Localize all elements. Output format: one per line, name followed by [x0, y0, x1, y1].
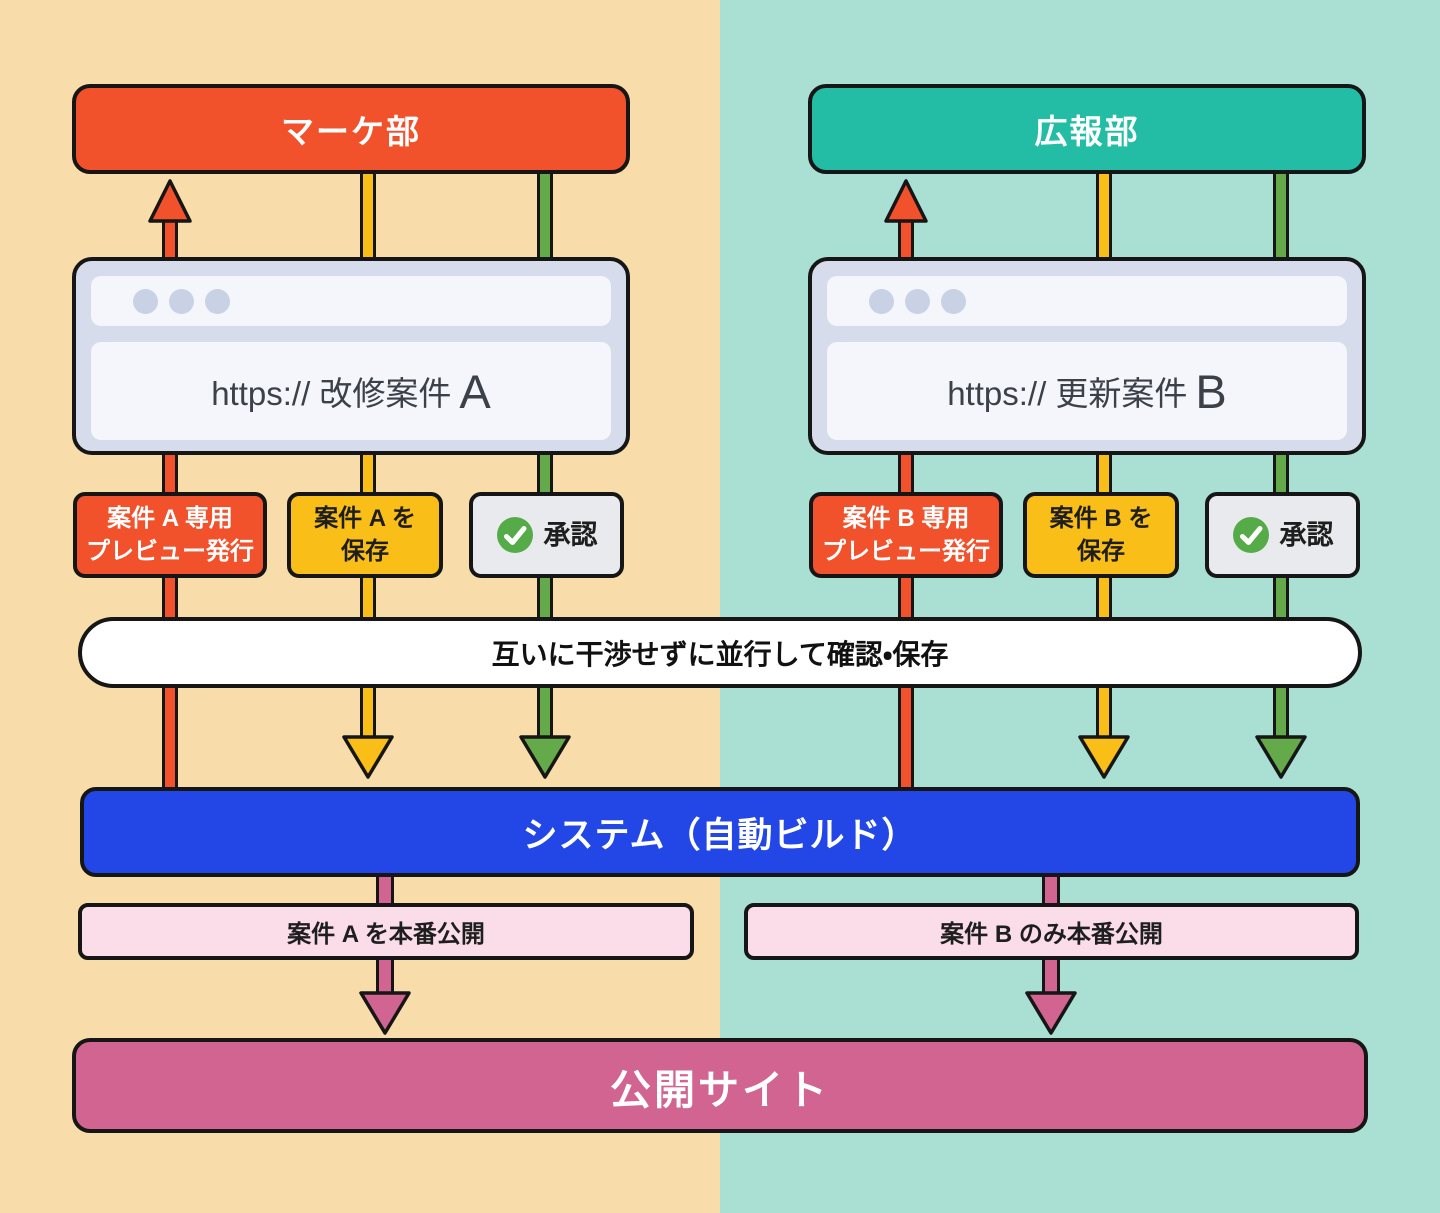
- browser-window-b: https:// 更新案件 B: [808, 257, 1366, 455]
- window-dot-icon: [905, 288, 930, 314]
- window-dot-icon: [169, 288, 194, 314]
- save-box-b: 案件 B を 保存: [1023, 492, 1179, 578]
- preview-label-line1: 案件 A 専用: [107, 505, 233, 532]
- browser-titlebar: [91, 276, 611, 326]
- publish-box-a: 案件 A を本番公開: [78, 903, 694, 960]
- url-text-a: https:// 改修案件: [211, 375, 452, 412]
- approve-label: 承認: [543, 519, 598, 550]
- save-label-line2: 保存: [1077, 538, 1125, 565]
- url-bar-b: https:// 更新案件 B: [827, 342, 1347, 440]
- save-box-a: 案件 A を 保存: [287, 492, 443, 578]
- browser-window-a: https:// 改修案件 A: [72, 257, 630, 455]
- publish-label-b: 案件 B のみ本番公開: [940, 921, 1163, 948]
- checkmark-icon: [1232, 517, 1269, 553]
- arrow-down-icon: [519, 735, 571, 779]
- arrow-down-icon: [359, 991, 411, 1035]
- dept-box-marketing: マーケ部: [72, 84, 630, 174]
- published-site-label: 公開サイト: [610, 1066, 830, 1113]
- url-bar-a: https:// 改修案件 A: [91, 342, 611, 440]
- dept-box-pr: 広報部: [808, 84, 1366, 174]
- approve-box-b: 承認: [1205, 492, 1360, 578]
- arrow-down-icon: [342, 735, 394, 779]
- publish-box-b: 案件 B のみ本番公開: [744, 903, 1359, 960]
- window-dot-icon: [941, 288, 966, 314]
- arrow-down-icon: [1025, 991, 1077, 1035]
- preview-label-line2: プレビュー発行: [822, 538, 990, 565]
- window-dot-icon: [133, 288, 158, 314]
- dept-label-marketing: マーケ部: [281, 113, 421, 150]
- save-label-line2: 保存: [341, 538, 389, 565]
- checkmark-icon: [496, 517, 533, 553]
- system-label: システム（自動ビルド）: [522, 815, 918, 855]
- window-dot-icon: [869, 288, 894, 314]
- approve-box-a: 承認: [469, 492, 624, 578]
- preview-label-line1: 案件 B 専用: [842, 505, 970, 532]
- url-text-b: https:// 更新案件: [947, 375, 1188, 412]
- url-letter-b: B: [1195, 364, 1227, 418]
- browser-titlebar: [827, 276, 1347, 326]
- arrow-up-icon: [884, 179, 928, 223]
- parallel-note-pill: 互いに干渉せずに並行して確認・保存: [78, 617, 1362, 688]
- preview-label-line2: プレビュー発行: [86, 538, 254, 565]
- system-box: システム（自動ビルド）: [80, 787, 1360, 877]
- parallel-note-text: 互いに干渉せずに並行して確認・保存: [491, 638, 949, 670]
- background-pr-side: [720, 0, 1440, 1213]
- publish-label-a: 案件 A を本番公開: [287, 921, 485, 948]
- arrow-down-icon: [1255, 735, 1307, 779]
- dept-label-pr: 広報部: [1034, 113, 1140, 150]
- url-letter-a: A: [459, 364, 491, 418]
- preview-box-b: 案件 B 専用 プレビュー発行: [809, 492, 1003, 578]
- arrow-down-icon: [1078, 735, 1130, 779]
- approve-label: 承認: [1279, 519, 1334, 550]
- arrow-up-icon: [148, 179, 192, 223]
- window-dot-icon: [205, 288, 230, 314]
- published-site-box: 公開サイト: [72, 1038, 1368, 1133]
- save-label-line1: 案件 B を: [1049, 505, 1153, 532]
- preview-box-a: 案件 A 専用 プレビュー発行: [73, 492, 267, 578]
- save-label-line1: 案件 A を: [314, 505, 416, 532]
